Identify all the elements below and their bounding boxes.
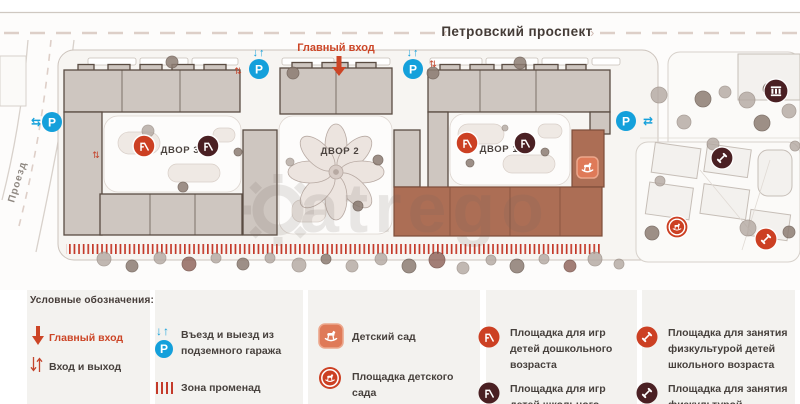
legend-label-kindergarten-playground: Площадка детского сада	[352, 371, 454, 399]
courtyard-3-label: ДВОР 3	[161, 145, 200, 156]
legend-panel	[486, 290, 637, 404]
svg-text:P: P	[255, 63, 263, 77]
swap-arrows-icon: ⇆	[31, 115, 41, 129]
legend-label-school-sports: Площадка для занятия физкультурой детей …	[668, 327, 788, 371]
legend-label-school-playground: Площадка для игр детей школьного возраст…	[510, 383, 606, 404]
legend-panel	[155, 290, 303, 404]
school-playground-icon	[513, 131, 537, 155]
entrance-exit-icon: ⇅	[92, 150, 100, 160]
svg-text:P: P	[48, 116, 56, 130]
kindergarten-icon	[318, 323, 344, 349]
preschool-playground-icon	[478, 326, 500, 348]
building-left-west-wing	[63, 111, 103, 236]
legend-label-entrance-exit: Вход и выход	[49, 361, 122, 373]
courtyard-1-label: ДВОР 1	[480, 144, 519, 155]
entrance-exit-icon: ⇅	[429, 59, 437, 69]
school-playground-icon	[196, 134, 220, 158]
trees	[96, 55, 800, 275]
columns-building-icon	[763, 78, 789, 104]
legend-panel	[642, 290, 795, 404]
garage-arrows-icon: ↓↑	[156, 324, 170, 338]
legend-label-garage-entry: Въезд и выезд из подземного гаража	[181, 329, 282, 357]
legend-label-main-entrance: Главный вход	[49, 332, 124, 344]
svg-text:P: P	[622, 115, 630, 129]
main-entrance-arrow-icon	[32, 326, 44, 345]
chevron-right-icon: ›	[590, 25, 594, 40]
kindergarten-building-south-wing	[393, 186, 603, 237]
street-far-side	[0, 0, 800, 12]
kindergarten-playground-icon	[319, 367, 341, 389]
garage-arrows-icon: ↓↑	[253, 47, 266, 59]
sports-icon-dark	[710, 146, 734, 170]
building-center-tower	[242, 129, 278, 236]
school-playground-icon	[478, 382, 500, 404]
parking-letter: P	[159, 342, 168, 356]
promenade-zone-strip	[66, 244, 602, 254]
site-plan-map: ‹ › Петровский проспект Проезд	[0, 0, 800, 275]
legend-label-kindergarten: Детский сад	[352, 331, 416, 343]
entrance-exit-icon: ⇅	[234, 66, 242, 76]
legend-label-promenade: Зона променад	[181, 382, 261, 394]
building-interior-lines	[121, 68, 537, 235]
parking-icon-right: P ⇄	[616, 111, 653, 131]
sports-icon-dark	[636, 382, 658, 404]
building-left-north-wing	[63, 69, 241, 113]
legend-panel	[27, 290, 150, 404]
garage-arrows-icon: ↓↑	[407, 47, 420, 59]
buildings	[63, 61, 611, 237]
watermark-gear-icon	[242, 174, 314, 246]
entrance-exit-icon	[30, 357, 43, 372]
offsite-building	[0, 55, 27, 107]
kindergarten-icon	[576, 156, 599, 179]
main-entrance-arrow-icon	[332, 56, 346, 76]
legend-title: Условные обозначения:	[30, 295, 155, 306]
swap-arrows-icon: ⇄	[643, 114, 653, 128]
svg-text:P: P	[409, 63, 417, 77]
chevron-left-icon: ‹	[443, 25, 447, 40]
parking-icon: P	[155, 340, 173, 358]
kindergarten-interior-lines	[449, 187, 561, 236]
street-name-label: Петровский проспект	[441, 24, 592, 39]
watermark: atrego	[300, 169, 550, 247]
building-right-north-wing	[427, 69, 611, 113]
parking-icon-left: ⇆ P	[31, 112, 62, 132]
kindergarten-playground-icon	[665, 215, 689, 239]
promenade-icon	[156, 382, 173, 394]
main-entrance-label: Главный вход	[297, 42, 375, 54]
parking-icon-top-left: ↓↑ P	[249, 47, 269, 79]
parking-icon-top-right: ↓↑ P	[403, 47, 423, 79]
school-sports-icon	[636, 326, 658, 348]
courtyard-flower-ornament	[287, 123, 385, 221]
preschool-playground-icon	[132, 134, 156, 158]
legend: Условные обозначения: Главный вход Вход …	[0, 290, 800, 404]
preschool-playground-icon	[455, 131, 479, 155]
school-sports-icon	[754, 227, 778, 251]
building-mid-tower	[393, 129, 421, 188]
building-left-south-wing	[99, 193, 243, 236]
legend-label-preschool-playground: Площадка для игр детей дошкольного возра…	[510, 327, 613, 371]
courtyard-2-label: ДВОР 2	[321, 146, 360, 157]
legend-label-school-sports-2: Площадка для занятия физкультурой	[668, 383, 788, 404]
